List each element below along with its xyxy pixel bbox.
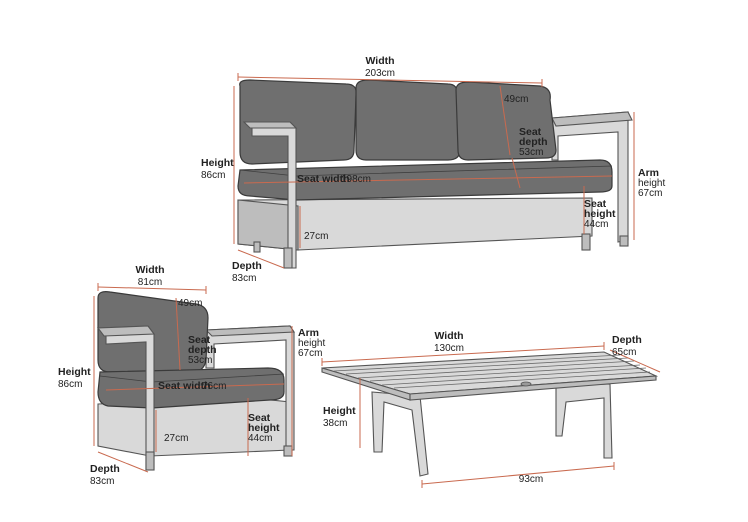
table-height-title: Height <box>323 405 356 417</box>
coffee-table-illustration <box>321 351 659 477</box>
armchair-seat-height-line2: height <box>248 422 280 434</box>
table-width-value: 130cm <box>434 343 464 354</box>
table-width-title: Width <box>434 330 463 342</box>
sofa-seat-height-line2: height <box>584 208 616 220</box>
armchair-seat-width-value: 76cm <box>202 381 226 392</box>
sofa-seat-height-line1: Seat <box>584 198 607 210</box>
sofa-labels: Width 203cm Height 86cm Depth 83cm 49cm … <box>201 55 665 284</box>
sofa-seat-width-value: 198cm <box>341 174 371 185</box>
armchair-depth-value: 83cm <box>90 476 114 487</box>
armchair-seat-height-value: 44cm <box>248 433 272 444</box>
sofa-back-cushion-left <box>239 79 357 165</box>
armchair-depth-title: Depth <box>90 463 120 475</box>
sofa-depth-title: Depth <box>232 260 262 272</box>
sofa-seat-depth-line1: Seat <box>519 126 542 138</box>
armchair-seat-height-line1: Seat <box>248 412 271 424</box>
armchair-arm-height-value: 67cm <box>298 348 322 359</box>
sofa-back-cushion-right <box>455 81 557 161</box>
sofa-seat-depth-line2: depth <box>519 136 548 148</box>
armchair-height-value: 86cm <box>58 379 82 390</box>
table-depth-value: 65cm <box>612 347 636 358</box>
table-leg-right <box>555 383 613 459</box>
sofa-seat-height-value: 44cm <box>584 219 608 230</box>
sofa-seat-depth-value: 53cm <box>519 147 543 158</box>
armchair-seat-depth-line2: depth <box>188 344 217 356</box>
sofa-width-value: 203cm <box>365 68 395 79</box>
sofa-height-title: Height <box>201 157 234 169</box>
table-leg-left <box>371 391 429 477</box>
armchair-clearance-value: 27cm <box>164 433 188 444</box>
sofa-arm-height-value: 67cm <box>638 188 662 199</box>
armchair-width-title: Width <box>135 264 164 276</box>
table-slats <box>333 354 651 389</box>
sofa-arm-height-line1: Arm <box>638 167 659 179</box>
coffee-table-dimension-lines <box>321 342 661 488</box>
armchair-dimension-lines <box>93 283 293 473</box>
armchair-illustration <box>96 291 295 471</box>
armchair-back-height-label: 49cm <box>178 298 202 309</box>
armchair-width-value: 81cm <box>138 277 162 288</box>
sofa-back-cushion-middle <box>355 79 461 161</box>
armchair-seat-depth-value: 53cm <box>188 355 212 366</box>
table-leg-span-value: 93cm <box>519 474 543 485</box>
sofa-seat-width-label: Seat width <box>297 173 350 185</box>
sofa-depth-value: 83cm <box>232 273 256 284</box>
sofa-clearance-value: 27cm <box>304 231 328 242</box>
armchair-labels: Width 81cm Height 86cm Depth 83cm 49cm S… <box>58 264 325 487</box>
sofa-width-title: Width <box>365 55 394 67</box>
sofa-arm-height-line2: height <box>638 178 665 189</box>
sofa-height-value: 86cm <box>201 170 225 181</box>
table-height-value: 38cm <box>323 418 347 429</box>
sofa-back-height-label: 49cm <box>504 94 528 105</box>
armchair-arm-height-line1: Arm <box>298 327 319 339</box>
sofa-dimension-lines <box>233 73 635 269</box>
armchair-seat-width-label: Seat width <box>158 380 211 392</box>
armchair-seat-depth-line1: Seat <box>188 334 211 346</box>
armchair-height-title: Height <box>58 366 91 378</box>
coffee-table-labels: Width 130cm Depth 65cm Height 38cm 93cm <box>323 330 642 485</box>
armchair-seat-cushion <box>97 367 285 409</box>
table-depth-title: Depth <box>612 334 642 346</box>
armchair-arm-height-line2: height <box>298 338 325 349</box>
